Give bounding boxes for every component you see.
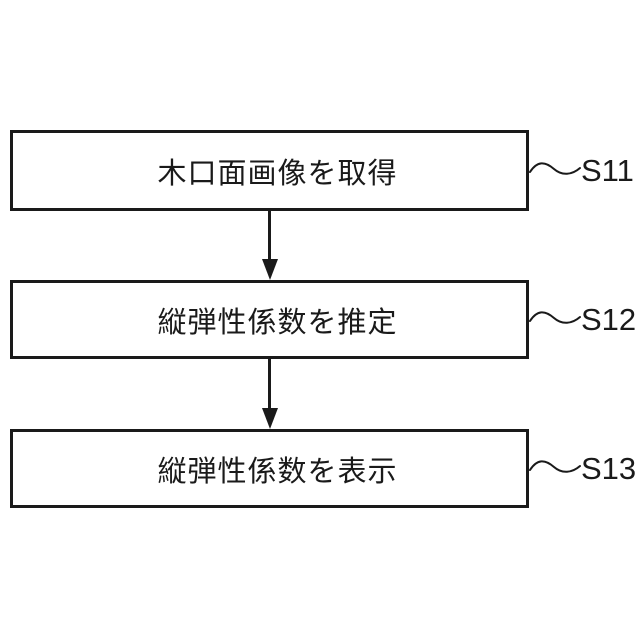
step-reference-s12: S12 (581, 302, 637, 337)
step-label: 縦弾性係数を推定 (157, 306, 398, 339)
arrow-head-icon (261, 408, 278, 429)
flow-box-s12: 縦弾性係数を推定 (10, 280, 529, 359)
flow-box-s13: 縦弾性係数を表示 (10, 429, 529, 508)
step-reference-s13: S13 (581, 451, 637, 486)
squiggle-connector-icon (529, 311, 581, 324)
squiggle-connector-icon (529, 460, 581, 473)
flow-box-s11: 木口面画像を取得 (10, 130, 529, 211)
step-reference-s11: S11 (581, 153, 634, 188)
flow-arrow (268, 211, 271, 261)
squiggle-connector-icon (529, 162, 581, 175)
step-label: 縦弾性係数を表示 (157, 455, 398, 488)
arrow-head-icon (261, 259, 278, 280)
flow-arrow (268, 359, 271, 409)
step-label: 木口面画像を取得 (157, 157, 398, 190)
